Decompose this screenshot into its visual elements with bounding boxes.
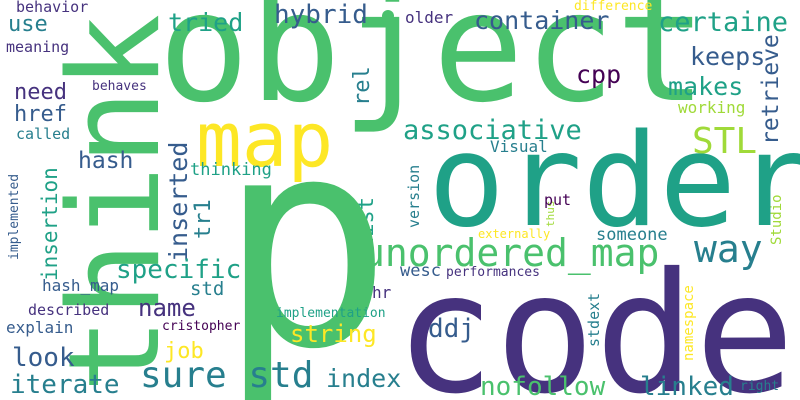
word-p: p: [218, 76, 393, 400]
word-meaning: meaning: [6, 38, 70, 56]
word-version: version: [405, 164, 423, 228]
word-order: order: [428, 107, 800, 256]
word-explain: explain: [6, 318, 74, 337]
word-described: described: [28, 301, 110, 319]
word-nofollow: nofollow: [480, 372, 606, 400]
word-inserted: inserted: [164, 141, 193, 262]
word-difference: difference: [574, 0, 653, 14]
word-iterate: iterate: [10, 370, 120, 400]
word-need: need: [14, 80, 67, 105]
word-Visual: Visual: [490, 137, 548, 156]
word-unordered_map: unordered_map: [362, 231, 660, 275]
word-put: put: [544, 191, 572, 209]
word-thinking: thinking: [190, 160, 272, 180]
word-tr1: tr1: [191, 199, 216, 239]
word-wesc: wesc: [400, 261, 441, 281]
word-behaves: behaves: [92, 79, 147, 94]
word-href: href: [14, 102, 67, 127]
word-look: look: [12, 343, 75, 373]
word-std: std: [190, 278, 225, 300]
word-implemented: implemented: [7, 173, 22, 260]
word-specific: specific: [116, 255, 242, 285]
word-performances: performances: [446, 265, 540, 280]
word-job: job: [164, 339, 204, 364]
word-string: string: [290, 320, 377, 348]
word-sure_std: sure std: [140, 355, 314, 396]
word-object: object: [158, 0, 708, 136]
word-certaine: certaine: [658, 7, 789, 38]
word-older: older: [405, 8, 454, 27]
word-map: map: [196, 95, 334, 184]
word-implementation: implementation: [276, 306, 386, 321]
word-code: code: [395, 238, 795, 400]
word-behavior: behavior: [16, 0, 89, 16]
word-hybrid: hybrid: [274, 0, 368, 30]
word-insertion: insertion: [38, 167, 62, 281]
word-use: use: [8, 12, 48, 37]
dot-mark: [382, 10, 394, 22]
word-working: working: [678, 98, 746, 117]
word-keeps: keeps: [690, 42, 766, 71]
word-hash_map: hash_map: [42, 276, 120, 295]
word-index: index: [326, 364, 402, 393]
word-right: right: [740, 379, 780, 394]
word-cristopher: cristopher: [162, 319, 241, 334]
word-associative: associative: [403, 115, 582, 146]
word-externally: externally: [478, 227, 551, 241]
word-hash: hash: [78, 148, 134, 174]
word-ddj: ddj: [428, 314, 475, 344]
word-tried: tried: [168, 8, 244, 37]
word-makes: makes: [668, 72, 744, 101]
word-cpp: cpp: [576, 60, 622, 89]
word-called: called: [16, 125, 71, 143]
word-someone: someone: [596, 225, 668, 245]
word-STL: STL: [692, 121, 758, 162]
word-container: container: [474, 6, 610, 35]
word-name: name: [138, 294, 196, 322]
word-hr: hr: [372, 283, 392, 302]
word-way: way: [694, 227, 763, 271]
word-linked: linked: [640, 372, 734, 400]
